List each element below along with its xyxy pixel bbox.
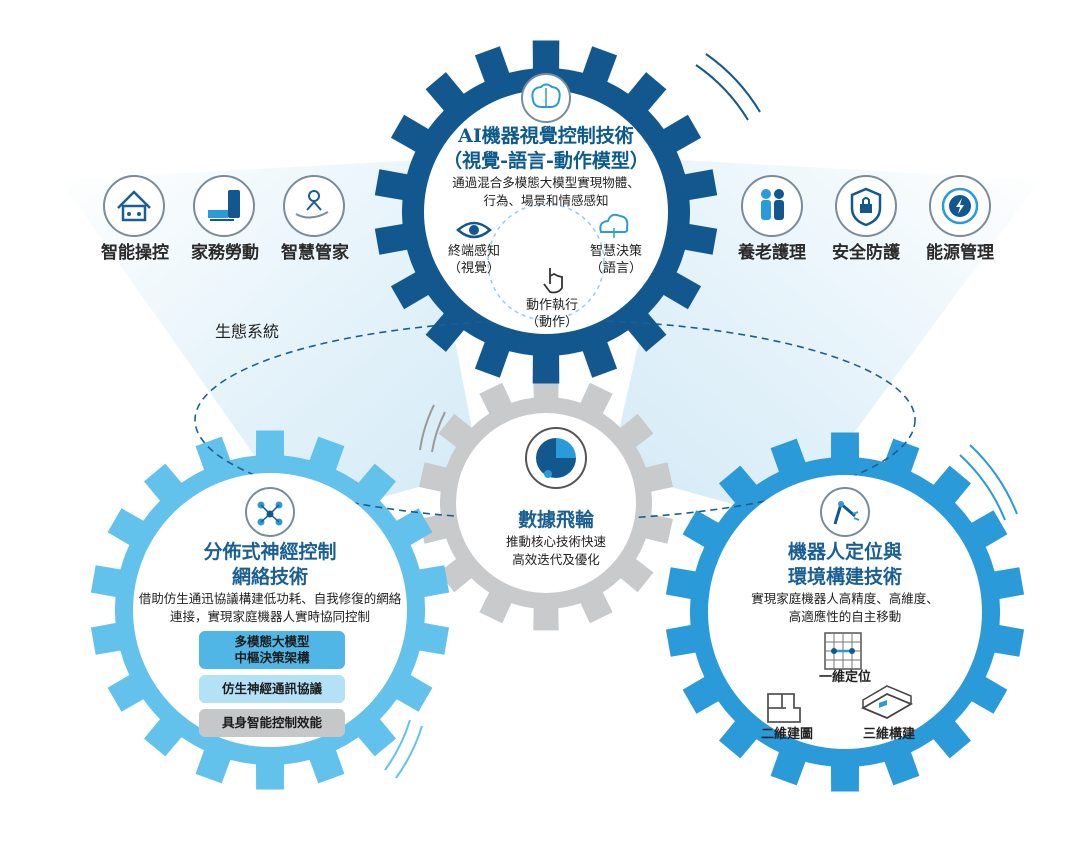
center-gear-desc-line1: 推動核心技術快速 — [505, 534, 606, 549]
left-gear-title-line1: 分佈式神經控制 — [203, 541, 337, 563]
node-action-execution-line2: （動作） — [525, 314, 578, 330]
energy-bolt-icon — [929, 175, 991, 237]
right-gear-desc-line2: 高適應性的自主移動 — [788, 609, 902, 625]
node-action-execution: 動作執行 （動作） — [512, 298, 592, 332]
pie-chart-icon — [525, 427, 587, 489]
left-gear-desc-line2: 連接，實現家庭機器人實時協同控制 — [169, 609, 370, 625]
center-gear-desc: 推動核心技術快速 高效迭代及優化 — [476, 533, 636, 569]
center-gear-desc-line2: 高效迭代及優化 — [512, 552, 600, 568]
motion-arc-top-2 — [705, 53, 761, 113]
node-smart-decision-line1: 智慧決策 — [589, 244, 642, 259]
right-gear-desc: 實現家庭機器人高精度、高維度、 高適應性的自主移動 — [725, 590, 965, 626]
butler-hand-icon — [283, 175, 345, 237]
box-multimodal-architecture: 多模態大模型 中樞決策架構 — [199, 631, 345, 669]
left-gear-title: 分佈式神經控制 網絡技術 — [150, 540, 390, 589]
left-gear-desc-line1: 借助仿生通迅協議構建低功耗、自我修復的網絡 — [138, 591, 402, 606]
top-gear-desc: 通過混合多模態大模型實現物體、 行為、場景和情感感知 — [396, 174, 696, 210]
floorplan-2d-icon — [767, 693, 801, 723]
center-gear-title: 數據飛輪 — [517, 509, 594, 531]
app-label-smart-control: 智能操控 — [101, 243, 169, 263]
box-bionic-protocol: 仿生神經通訊協議 — [199, 675, 345, 703]
node-action-execution-line1: 動作執行 — [525, 298, 578, 313]
shield-lock-icon — [835, 175, 897, 237]
hand-pointer-icon — [543, 268, 563, 294]
ecosystem-label: 生態系統 — [214, 322, 279, 341]
elderly-care-icon — [741, 175, 803, 237]
right-gear-desc-line1: 實現家庭機器人高精度、高維度、 — [751, 591, 939, 606]
motion-arc-right — [959, 454, 1006, 521]
app-label-housework: 家務勞動 — [191, 243, 259, 263]
node-smart-decision: 智慧決策 （語言） — [576, 244, 656, 278]
left-gear-desc: 借助仿生通迅協議構建低功耗、自我修復的網絡 連接，實現家庭機器人實時協同控制 — [130, 590, 410, 626]
brain-icon — [521, 73, 571, 123]
app-label-energy: 能源管理 — [926, 243, 994, 263]
node-terminal-perception: 終端感知 （視覺） — [434, 244, 514, 278]
box-embodied-control: 具身智能控制效能 — [199, 709, 345, 737]
grid-map-icon — [824, 632, 862, 670]
item-3d-construction: 三維構建 — [862, 727, 915, 742]
motion-arc-top — [695, 64, 749, 121]
app-label-elderly-care: 養老護理 — [738, 243, 806, 263]
right-gear-title: 機器人定位與 環境構建技術 — [725, 540, 965, 589]
neural-network-icon — [245, 487, 295, 537]
top-gear-title-line1: AI機器視覺控制技術 — [458, 125, 634, 147]
right-gear-title-line2: 環境構建技術 — [787, 565, 902, 588]
box-multimodal-line1: 多模態大模型 — [234, 633, 310, 649]
cloud-network-icon — [599, 213, 629, 238]
cleaning-robot-icon — [193, 175, 255, 237]
box-multimodal-line2: 中樞決策架構 — [234, 650, 310, 665]
motion-arc-center-2 — [419, 404, 435, 451]
eye-icon — [456, 221, 492, 239]
app-label-security: 安全防護 — [832, 243, 900, 263]
left-gear-title-line2: 網絡技術 — [231, 565, 308, 588]
smart-home-icon — [103, 175, 165, 237]
item-2d-mapping: 二維建圖 — [760, 727, 813, 742]
top-gear-desc-line1: 通過混合多模態大模型實現物體、 — [452, 175, 640, 190]
app-label-smart-butler: 智慧管家 — [281, 243, 349, 263]
top-gear-title-line2: （視覺-語言-動作模型） — [443, 149, 649, 172]
glow-left — [60, 160, 480, 520]
top-gear-title: AI機器視覺控制技術 （視覺-語言-動作模型） — [396, 124, 696, 173]
glow-right — [610, 160, 1040, 520]
robot-arm-icon — [820, 487, 870, 537]
top-gear-desc-line2: 行為、場景和情感感知 — [483, 193, 609, 209]
motion-arc-left — [384, 719, 411, 771]
right-gear-title-line1: 機器人定位與 — [787, 541, 902, 563]
node-smart-decision-line2: （語言） — [589, 260, 642, 276]
node-terminal-perception-line2: （視覺） — [447, 260, 500, 276]
motion-arc-left-2 — [395, 725, 423, 779]
item-1d-positioning: 一維定位 — [818, 670, 871, 685]
floorplan-3d-icon — [860, 685, 914, 720]
motion-arc-center — [431, 411, 446, 453]
node-terminal-perception-line1: 終端感知 — [447, 244, 500, 259]
motion-arc-right-2 — [969, 444, 1018, 515]
